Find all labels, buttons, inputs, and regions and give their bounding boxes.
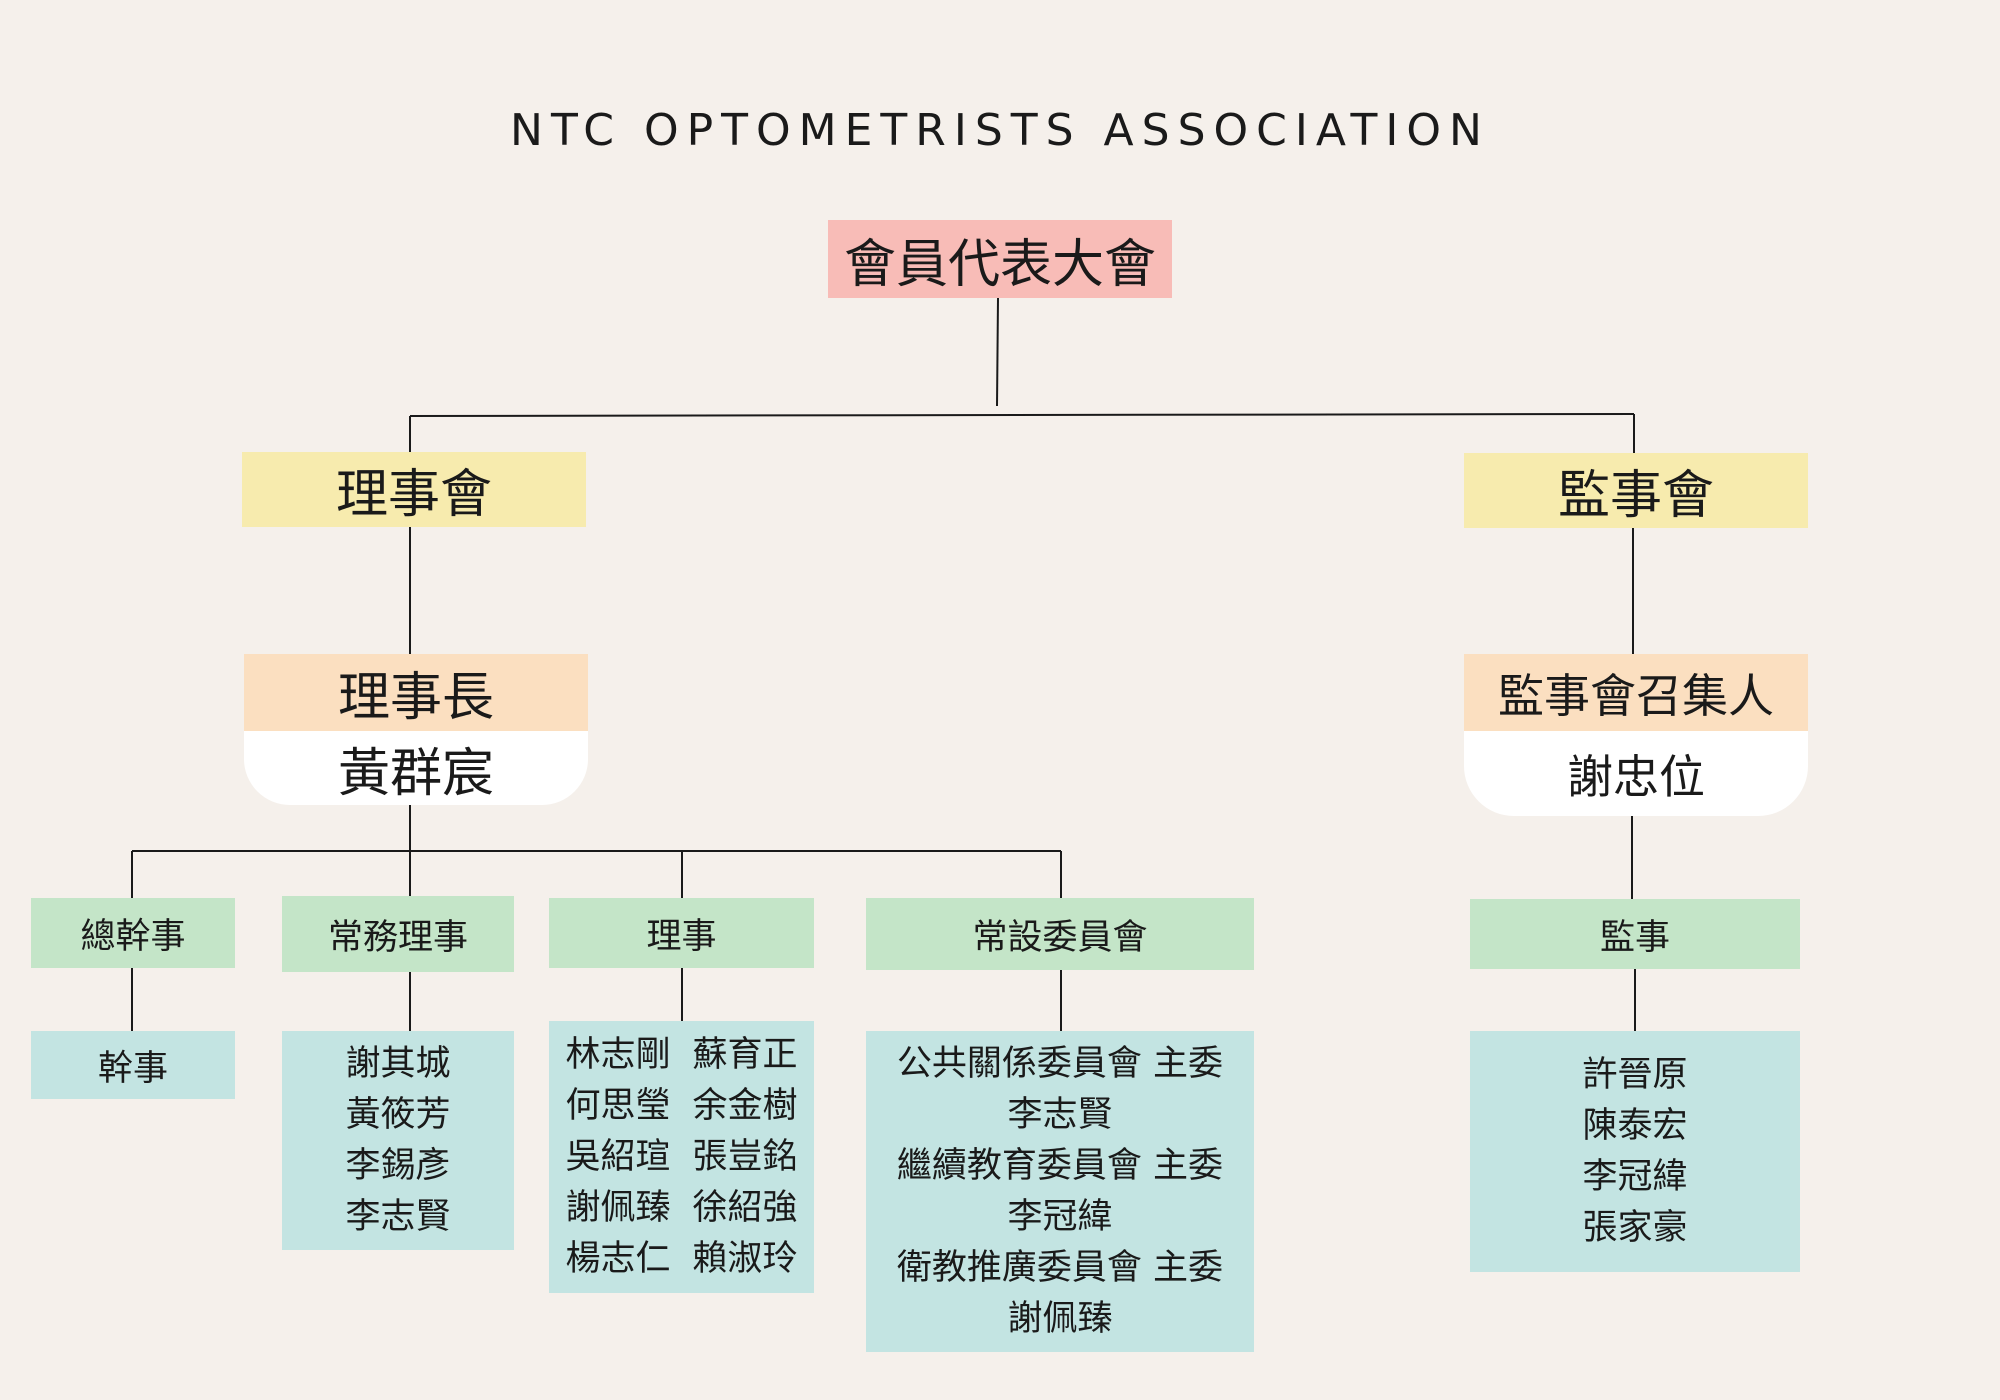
list-item: 衛教推廣委員會 主委 <box>896 1247 1224 1288</box>
list-item: 公共關係委員會 主委 <box>896 1043 1224 1084</box>
node-secretary-general: 總幹事 <box>31 898 235 968</box>
list-item: 繼續教育委員會 主委 <box>896 1145 1224 1186</box>
node-root: 會員代表大會 <box>828 220 1172 298</box>
node-standing-directors: 常務理事 <box>282 896 514 972</box>
list-item: 李冠緯 <box>1582 1156 1688 1197</box>
list-item: 許晉原 <box>1582 1054 1688 1095</box>
list-item: 張豈銘 <box>692 1136 798 1177</box>
node-chairman-name: 黃群宸 <box>244 731 588 805</box>
list-item: 李志賢 <box>345 1196 451 1237</box>
list-item: 李志賢 <box>1007 1094 1113 1135</box>
list-item: 徐紹強 <box>692 1187 798 1228</box>
list-item: 黃筱芳 <box>345 1094 451 1135</box>
list-item: 何思瑩 <box>565 1085 671 1126</box>
committees-list: 公共關係委員會 主委 李志賢 繼續教育委員會 主委 李冠緯 衛教推廣委員會 主委… <box>866 1031 1254 1352</box>
supervisors-list: 許晉原 陳泰宏 李冠緯 張家豪 <box>1470 1031 1800 1272</box>
node-directors: 理事 <box>549 898 814 968</box>
list-item: 余金樹 <box>692 1085 798 1126</box>
list-item: 楊志仁 <box>565 1238 671 1279</box>
node-committees: 常設委員會 <box>866 898 1254 970</box>
list-item: 吳紹瑄 <box>565 1136 671 1177</box>
node-chairman-title: 理事長 <box>244 654 588 731</box>
line-top-horizontal <box>409 413 1635 417</box>
directors-list: 林志剛 蘇育正 何思瑩 余金樹 吳紹瑄 張豈銘 謝佩臻 徐紹強 楊志仁 賴淑玲 <box>549 1021 814 1293</box>
list-item: 李冠緯 <box>1007 1196 1113 1237</box>
page-title: NTC OPTOMETRISTS ASSOCIATION <box>510 105 1490 156</box>
line-root-down <box>996 297 999 407</box>
list-item: 張家豪 <box>1582 1207 1688 1248</box>
list-item: 賴淑玲 <box>692 1238 798 1279</box>
list-item: 謝佩臻 <box>1007 1298 1113 1339</box>
list-item: 謝佩臻 <box>565 1187 671 1228</box>
node-secretary: 幹事 <box>31 1031 235 1099</box>
node-supervisory-board: 監事會 <box>1464 453 1808 528</box>
list-item: 陳泰宏 <box>1582 1105 1688 1146</box>
list-item: 蘇育正 <box>692 1034 798 1075</box>
node-convener-title: 監事會召集人 <box>1464 654 1808 731</box>
list-item: 謝其城 <box>345 1043 451 1084</box>
node-convener-name: 謝忠位 <box>1464 731 1808 816</box>
standing-directors-list: 謝其城 黃筱芳 李錫彥 李志賢 <box>282 1031 514 1250</box>
node-board: 理事會 <box>242 452 586 527</box>
list-item: 李錫彥 <box>345 1145 451 1186</box>
list-item: 林志剛 <box>565 1034 671 1075</box>
node-supervisors: 監事 <box>1470 899 1800 969</box>
